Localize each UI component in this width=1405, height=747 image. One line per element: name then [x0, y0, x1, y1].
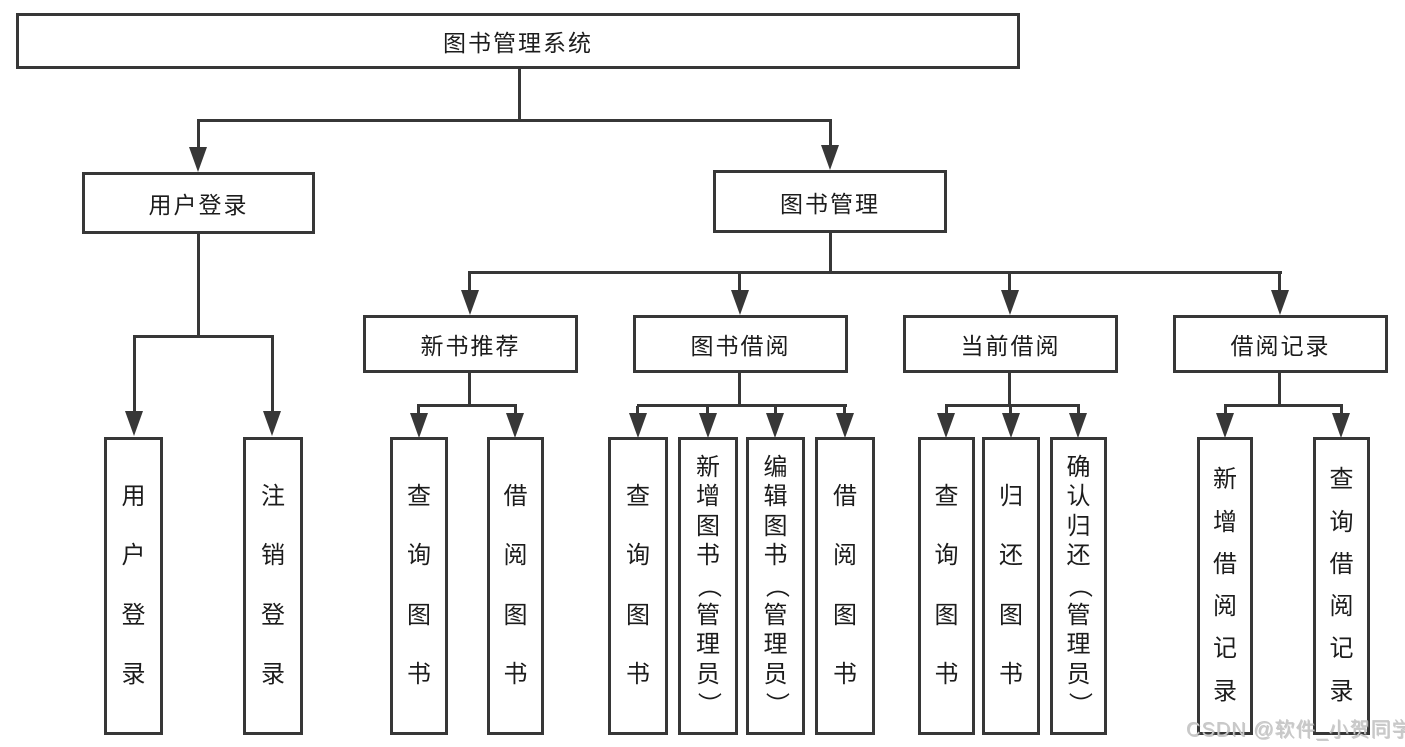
node-current-borrowing: 当前借阅 [903, 315, 1118, 373]
connector-line [271, 337, 274, 411]
node-book-borrowing: 图书借阅 [633, 315, 848, 373]
connector-line [829, 233, 832, 274]
connector-line [1278, 373, 1281, 406]
leaf-query-books: 查询图书 [608, 437, 668, 735]
connector-line [468, 373, 471, 406]
csdn-watermark: CSDN @软件_小贺同学 [1186, 719, 1405, 741]
connector-line [636, 406, 639, 414]
arrow-down-icon [699, 413, 717, 438]
connector-line [1008, 373, 1011, 406]
connector-line [1224, 406, 1227, 414]
arrow-down-icon [1216, 413, 1234, 438]
node-user-login: 用户登录 [82, 172, 315, 234]
leaf-borrow-books: 借阅图书 [815, 437, 875, 735]
connector-line [133, 337, 136, 411]
arrow-down-icon [506, 413, 524, 438]
arrow-down-icon [1271, 290, 1289, 315]
leaf-logout: 注销登录 [243, 437, 303, 735]
arrow-down-icon [125, 411, 143, 436]
connector-line [197, 121, 200, 148]
connector-line [468, 273, 471, 291]
arrow-down-icon [937, 413, 955, 438]
connector-line [468, 271, 1282, 274]
connector-line [197, 119, 832, 122]
node-library-system: 图书管理系统 [16, 13, 1020, 69]
arrow-down-icon [263, 411, 281, 436]
connector-line [1224, 404, 1343, 407]
connector-line [133, 335, 274, 338]
connector-line [518, 69, 521, 121]
connector-line [417, 406, 420, 414]
arrow-down-icon [731, 290, 749, 315]
leaf-query-books: 查询图书 [918, 437, 975, 735]
connector-line [774, 406, 777, 414]
node-new-book-recommendation: 新书推荐 [363, 315, 578, 373]
connector-line [738, 273, 741, 291]
leaf-query-books: 查询图书 [390, 437, 448, 735]
connector-line [417, 404, 517, 407]
arrow-down-icon [836, 413, 854, 438]
connector-line [738, 373, 741, 406]
connector-line [637, 404, 847, 407]
leaf-return-books: 归还图书 [982, 437, 1040, 735]
arrow-down-icon [629, 413, 647, 438]
leaf-confirm-return-admin: 确认归还（管理员） [1050, 437, 1107, 735]
node-borrowing-records: 借阅记录 [1173, 315, 1388, 373]
arrow-down-icon [189, 147, 207, 172]
connector-line [1278, 273, 1281, 291]
arrow-down-icon [461, 290, 479, 315]
arrow-down-icon [1069, 413, 1087, 438]
leaf-add-borrow-record: 新增借阅记录 [1197, 437, 1253, 735]
connector-line [829, 121, 832, 148]
arrow-down-icon [766, 413, 784, 438]
leaf-add-books-admin: 新增图书（管理员） [678, 437, 738, 735]
arrow-down-icon [1332, 413, 1350, 438]
arrow-down-icon [1001, 290, 1019, 315]
leaf-edit-books-admin: 编辑图书（管理员） [746, 437, 805, 735]
connector-line [1077, 406, 1080, 414]
connector-line [197, 234, 200, 337]
connector-line [1340, 406, 1343, 414]
connector-line [1008, 273, 1011, 291]
leaf-borrow-books: 借阅图书 [487, 437, 544, 735]
connector-line [945, 404, 1080, 407]
arrow-down-icon [1002, 413, 1020, 438]
arrow-down-icon [821, 145, 839, 170]
arrow-down-icon [410, 413, 428, 438]
connector-line [843, 406, 846, 414]
leaf-query-borrow-record: 查询借阅记录 [1313, 437, 1370, 735]
node-book-management: 图书管理 [713, 170, 947, 233]
leaf-user-login: 用户登录 [104, 437, 163, 735]
connector-line [945, 406, 948, 414]
connector-line [706, 406, 709, 414]
connector-line [1009, 406, 1012, 414]
connector-line [514, 406, 517, 414]
